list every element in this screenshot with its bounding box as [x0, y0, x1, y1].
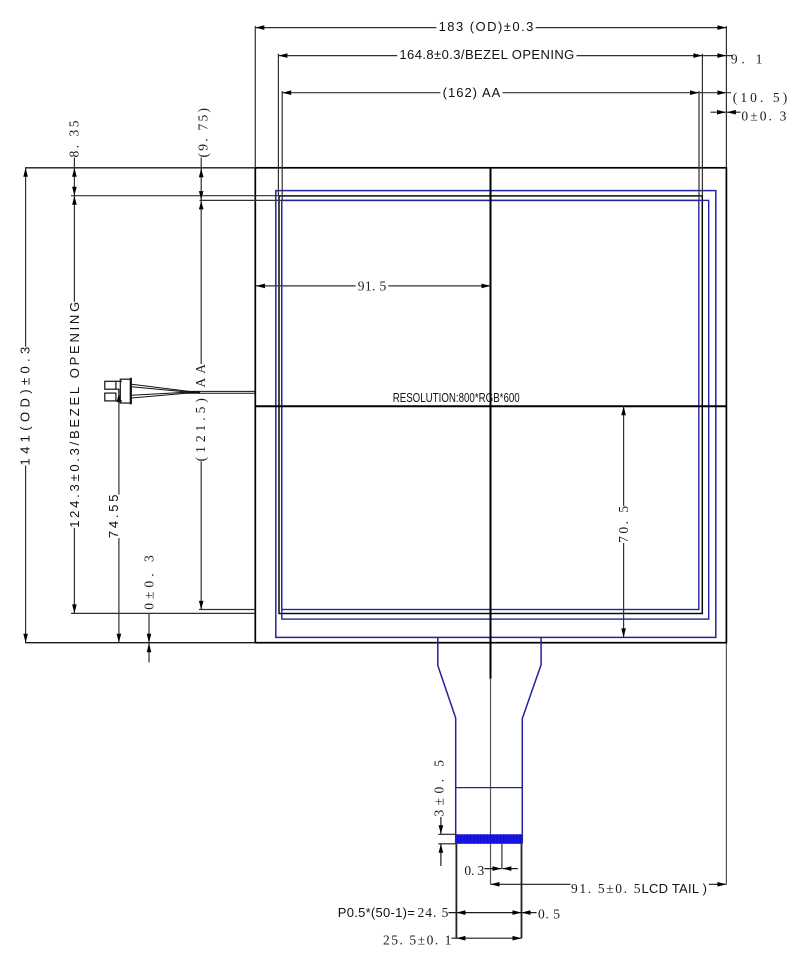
svg-text:(10. 5): (10. 5) [733, 90, 787, 105]
svg-text:74.55: 74.55 [106, 494, 121, 538]
svg-text:0±0. 3: 0±0. 3 [741, 108, 786, 123]
svg-text:164.8±0.3/BEZEL OPENING: 164.8±0.3/BEZEL OPENING [399, 47, 574, 62]
svg-text:91. 5: 91. 5 [358, 279, 387, 294]
svg-text:0. 5: 0. 5 [538, 907, 560, 922]
svg-text:LCD TAIL ): LCD TAIL ) [642, 881, 708, 896]
svg-text:70. 5: 70. 5 [616, 506, 631, 543]
svg-text:3±0. 5: 3±0. 5 [432, 760, 447, 817]
svg-text:0±0. 3: 0±0. 3 [142, 555, 157, 610]
svg-text:P0.5*(50-1)=: P0.5*(50-1)= [338, 905, 415, 920]
svg-text:(162) AA: (162) AA [443, 85, 501, 100]
svg-text:(121.5) AA: (121.5) AA [193, 364, 208, 462]
svg-text:0. 3: 0. 3 [464, 863, 484, 878]
svg-text:25. 5±0. 1: 25. 5±0. 1 [383, 933, 451, 948]
svg-text:91. 5±0. 5: 91. 5±0. 5 [571, 881, 641, 896]
svg-text:124.3±0.3/BEZEL OPENING: 124.3±0.3/BEZEL OPENING [67, 302, 82, 528]
svg-text:24. 5: 24. 5 [418, 905, 449, 920]
svg-text:RESOLUTION:800*RGB*600: RESOLUTION:800*RGB*600 [393, 390, 520, 405]
